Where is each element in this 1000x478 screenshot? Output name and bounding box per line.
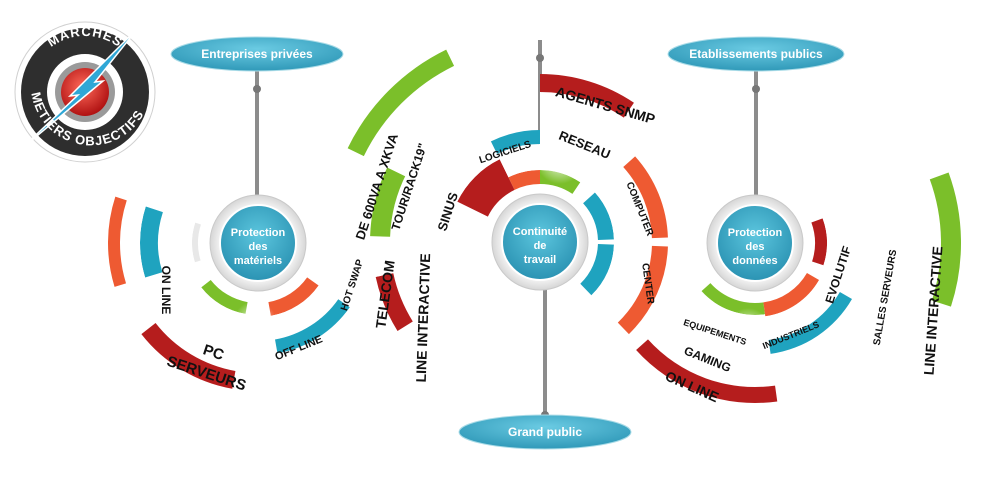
sector-r-evolutif-ring-2 [929, 172, 961, 307]
label-line-interactive-center: LINE INTERACTIVE [413, 253, 433, 383]
sector-left-on-line-ring-1 [158, 212, 196, 273]
sector-r-industriels-ring-2 [768, 292, 852, 354]
stem-dot-3 [536, 54, 544, 62]
sector-left-pc-serveurs-ring-1 [155, 287, 246, 372]
sector-left-off-line-ring-2 [275, 299, 350, 354]
hub-center: Continuité de travail [491, 193, 589, 291]
hub-center-line-1: Continuité [513, 226, 567, 238]
hub-right-line-2: des [746, 241, 765, 253]
sector-c1-hot-swap-ring-1 [375, 273, 413, 332]
hub-left-line-2: des [249, 241, 268, 253]
pill-left-label: Entreprises privées [201, 47, 313, 61]
sector-r-industriels-ring-0 [763, 273, 820, 317]
hub-center-line-2: de [534, 240, 547, 252]
pill-bottom-label: Grand public [508, 425, 582, 439]
sector-c1-de600-ring-1 [363, 65, 500, 202]
hub-left-line-1: Protection [231, 227, 286, 239]
sector-left-on-line-ring-0 [191, 222, 201, 263]
sector-r-gaming-ring-0 [701, 283, 766, 315]
sector-left-off-line-ring-1 [270, 285, 339, 340]
logo-marches-metiers-objectifs: MARCHES METIERS OBJECTIFS [14, 21, 156, 163]
hub-right: Protection des données [706, 194, 804, 292]
sector-left-pc-serveurs-ring-2 [141, 323, 236, 389]
hub-center-line-3: travail [524, 254, 556, 266]
pill-etablissements-publics: Etablissements publics [667, 36, 845, 72]
stem-dot-0 [253, 85, 261, 93]
sector-c2-logiciels-ring-0 [508, 170, 540, 190]
hub-right-line-1: Protection [728, 227, 783, 239]
glare-right [726, 308, 770, 352]
sector-r-industriels-ring-1 [765, 280, 840, 341]
sector-r-gaming-ring-2 [636, 339, 778, 403]
sector-c1-line-int-ring-1 [370, 164, 407, 237]
sector-left-pc-serveurs-ring-0 [201, 279, 248, 314]
sector-c2-computer-ring-2 [623, 156, 668, 239]
hub-right-line-3: données [732, 255, 777, 267]
sector-c2-center-ring-1 [591, 244, 652, 323]
sector-c2-logiciels-ring-1 [497, 144, 540, 178]
sector-left-on-line-ring-2 [140, 206, 163, 278]
pill-entreprises-privees: Entreprises privées [170, 36, 344, 72]
sector-left-off-line-ring-0 [268, 277, 319, 316]
hub-left-line-3: matériels [234, 255, 282, 267]
sector-c1-line-int-ring-0 [390, 173, 489, 240]
hub-left: Protection des matériels [209, 194, 307, 292]
sector-c2-logiciels-ring-2 [490, 130, 540, 154]
pill-grand-public: Grand public [458, 414, 632, 450]
stem-dot-1 [752, 85, 760, 93]
sector-r-evolutif-ring-0 [811, 218, 828, 266]
sector-c1-de600-ring-2 [347, 49, 455, 157]
sector-c2-reseau-ring-2 [540, 74, 634, 118]
pill-right-label: Etablissements publics [689, 47, 823, 61]
glare-left [233, 301, 277, 345]
lightning-bolt-icon [19, 27, 139, 151]
sector-c2-center-ring-2 [617, 245, 668, 335]
sector-left-on-line-ring-4 [108, 196, 127, 287]
sector-r-evolutif-ring-1 [822, 179, 941, 301]
sector-c2-computer-ring-0 [583, 192, 614, 240]
sector-c1-de600-ring-0 [457, 159, 515, 217]
glare-center [536, 136, 584, 184]
sector-c2-center-ring-0 [580, 244, 614, 296]
sector-c2-computer-ring-1 [594, 167, 652, 240]
label-on-line-left: ON LINE [159, 266, 173, 315]
sector-left-on-line-ring-3 [120, 200, 146, 284]
label-pc: PC [201, 341, 226, 364]
